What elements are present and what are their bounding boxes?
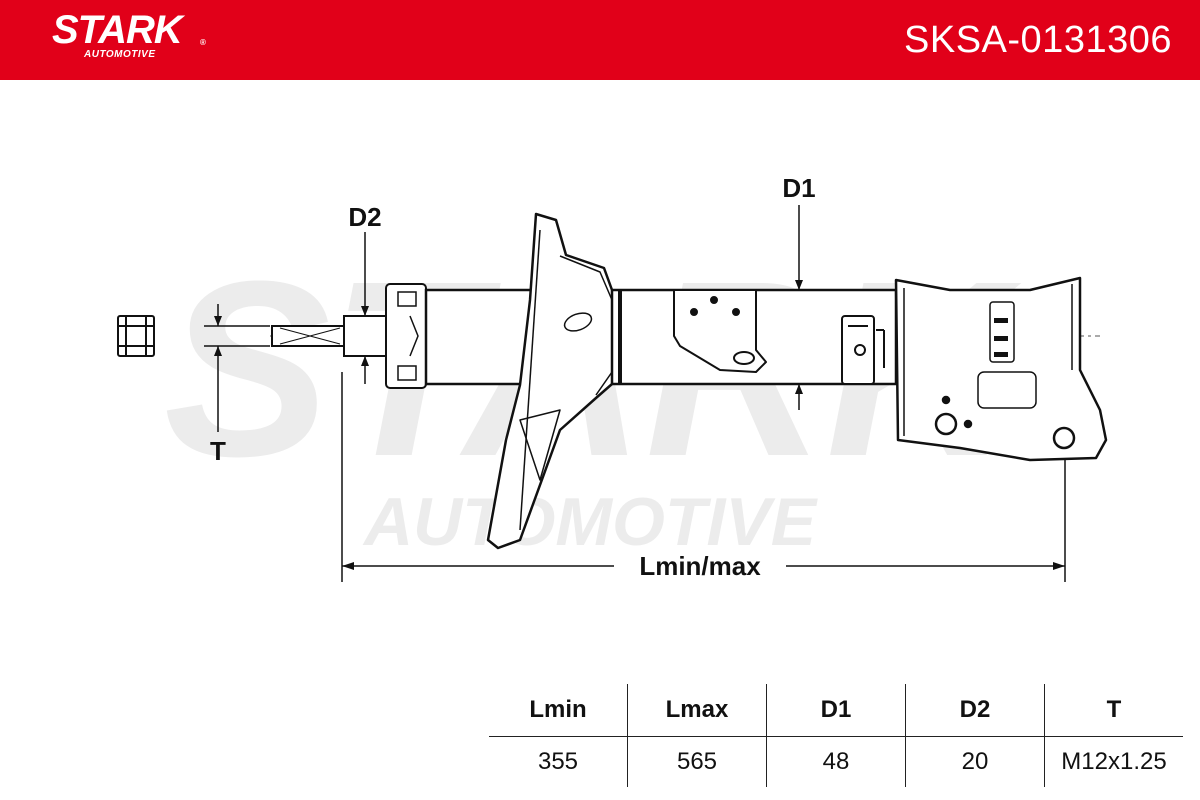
strut-body-tube bbox=[424, 288, 898, 386]
dimension-t bbox=[204, 304, 270, 432]
specs-value-d1: 48 bbox=[766, 736, 906, 787]
nut-part bbox=[117, 315, 155, 357]
brake-hose-bracket bbox=[673, 289, 767, 373]
label-length: Lmin/max bbox=[639, 551, 761, 581]
top-cap-part bbox=[385, 283, 427, 389]
specs-header-row: Lmin Lmax D1 D2 T bbox=[489, 684, 1183, 737]
dimension-d2 bbox=[361, 232, 369, 384]
specs-value-t: M12x1.25 bbox=[1044, 736, 1183, 787]
piston-rod-thread bbox=[271, 315, 387, 357]
brand-logo: STARK AUTOMOTIVE ® bbox=[52, 8, 206, 60]
brand-logo-text: STARK bbox=[52, 8, 183, 52]
specs-header-d2: D2 bbox=[905, 684, 1045, 737]
specs-value-lmin: 355 bbox=[489, 736, 628, 787]
strut-technical-drawing: STARK AUTOMOTIVE bbox=[117, 173, 1108, 582]
specs-header-d1: D1 bbox=[766, 684, 906, 737]
watermark-subtext: AUTOMOTIVE bbox=[362, 484, 819, 560]
part-number: SKSA-0131306 bbox=[904, 19, 1172, 61]
specs-value-d2: 20 bbox=[905, 736, 1045, 787]
dimension-d1 bbox=[795, 205, 803, 410]
specs-value-row: 355 565 48 20 M12x1.25 bbox=[489, 736, 1183, 787]
header-bar: STARK AUTOMOTIVE ® SKSA-0131306 bbox=[0, 0, 1200, 80]
specs-header-lmax: Lmax bbox=[627, 684, 767, 737]
label-t: T bbox=[210, 436, 226, 466]
registered-mark: ® bbox=[200, 38, 206, 47]
dimension-length bbox=[341, 372, 1066, 582]
knuckle-mount-bracket bbox=[894, 276, 1108, 462]
specs-value-lmax: 565 bbox=[627, 736, 767, 787]
label-d1: D1 bbox=[782, 173, 815, 203]
spring-seat-plate bbox=[486, 212, 614, 550]
specs-table: Lmin Lmax D1 D2 T 355 565 48 20 M12x1.25 bbox=[488, 683, 1184, 788]
brand-logo-subtext: AUTOMOTIVE bbox=[84, 49, 156, 60]
label-d2: D2 bbox=[348, 202, 381, 232]
specs-header-t: T bbox=[1044, 684, 1183, 737]
specs-header-lmin: Lmin bbox=[489, 684, 628, 737]
sensor-clip bbox=[841, 315, 885, 385]
